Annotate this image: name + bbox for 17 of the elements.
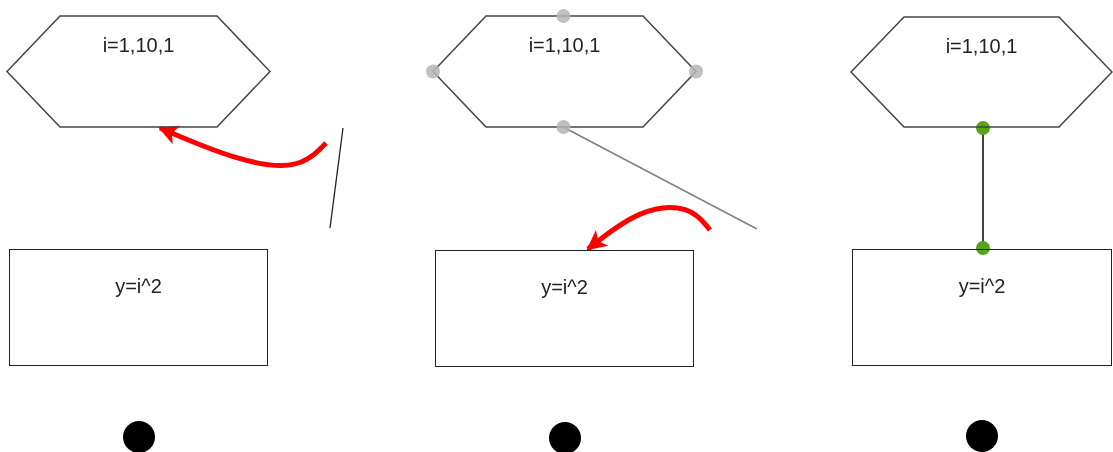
formula-text: y=i^2 [541, 276, 588, 299]
process-box [435, 250, 694, 367]
formula-text: y=i^2 [115, 275, 162, 298]
curved-arrow [586, 205, 712, 251]
loop-label: i=1,10,1 [528, 34, 601, 57]
formula-text: y=i^2 [958, 275, 1006, 298]
loop-label: i=1,10,1 [102, 34, 175, 57]
hexagon-shape [851, 17, 1112, 127]
dot [549, 422, 581, 452]
process-box [852, 249, 1112, 366]
process-box [9, 249, 268, 366]
loop-label: i=1,10,1 [945, 35, 1018, 58]
connector-line [976, 121, 990, 255]
dot [966, 420, 998, 452]
dot [123, 421, 155, 452]
curved-arrow [158, 125, 328, 168]
hexagon-shape [7, 16, 270, 127]
